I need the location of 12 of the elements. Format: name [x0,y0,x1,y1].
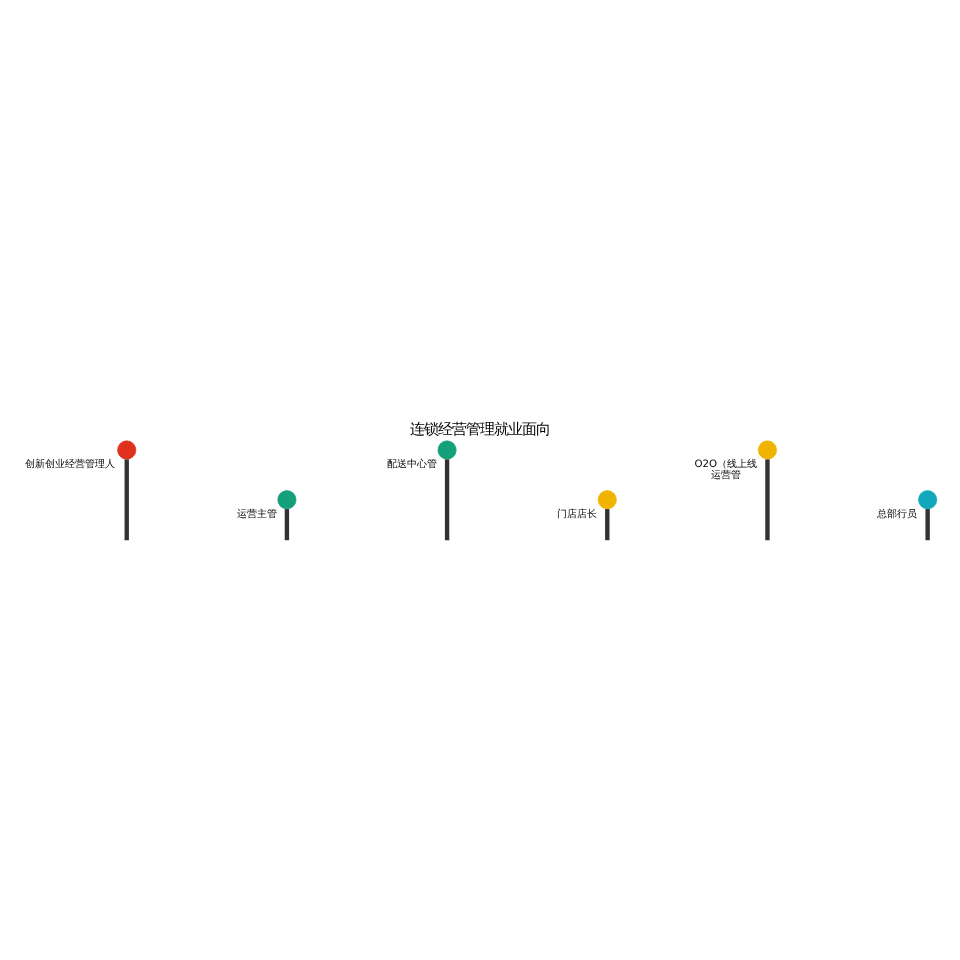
connector [124,459,129,541]
node-circle [597,490,617,510]
node-circle [918,490,938,510]
connector [925,509,930,541]
node-circle [117,440,137,460]
connector [284,509,290,541]
node-circle [277,490,297,510]
node-circle [757,440,777,460]
connector [605,509,610,541]
node-circle [437,440,457,460]
connector [444,459,450,541]
connector [765,459,770,541]
